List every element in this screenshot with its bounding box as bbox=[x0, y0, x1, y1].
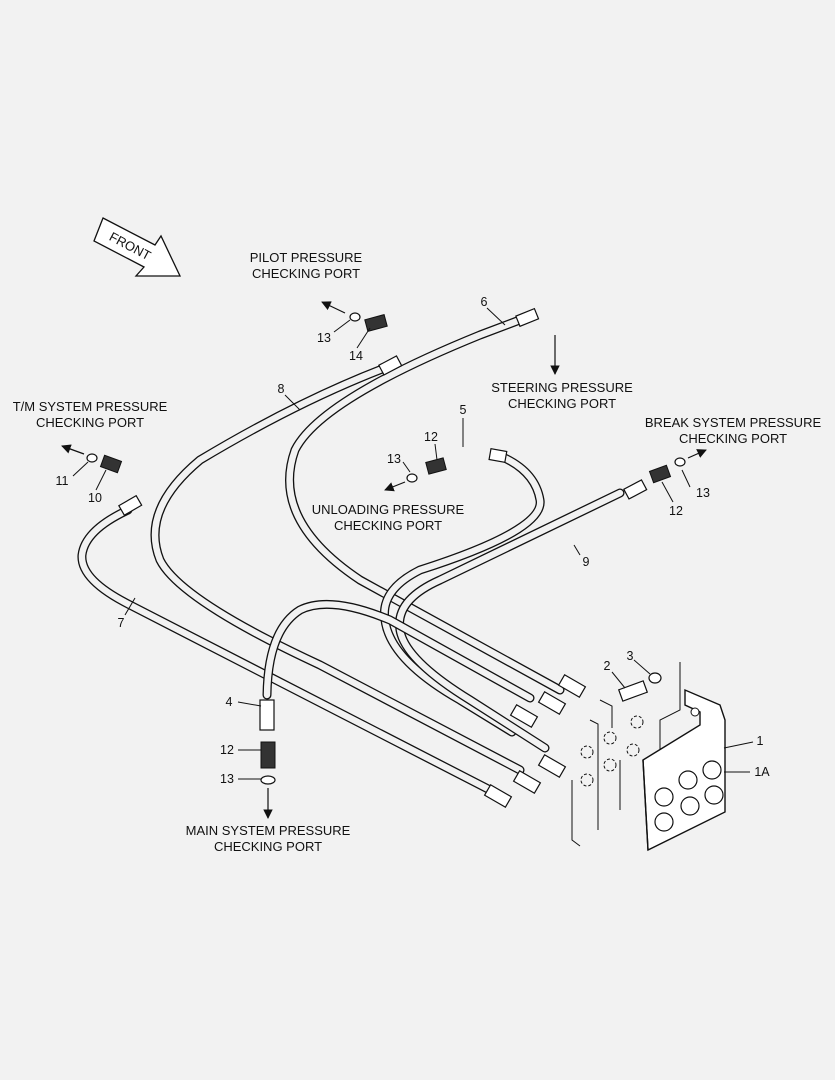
tm-port-label-line2: CHECKING PORT bbox=[36, 415, 144, 430]
pilot-port-label-line2: CHECKING PORT bbox=[252, 266, 360, 281]
callout-3: 3 bbox=[627, 649, 634, 663]
break-port-label-line1: BREAK SYSTEM PRESSURE bbox=[645, 415, 822, 430]
hoses bbox=[77, 313, 625, 795]
callout-14: 14 bbox=[349, 349, 363, 363]
callout-13-pilot: 13 bbox=[317, 331, 331, 345]
dashed-port-markers bbox=[580, 715, 644, 787]
callout-12-main: 12 bbox=[220, 743, 234, 757]
steering-port-label-line2: CHECKING PORT bbox=[508, 396, 616, 411]
tm-port-label-line1: T/M SYSTEM PRESSURE bbox=[13, 399, 168, 414]
washer-3 bbox=[648, 672, 662, 684]
tm-port-fittings bbox=[61, 444, 123, 474]
callout-5: 5 bbox=[460, 403, 467, 417]
main-port-label-line1: MAIN SYSTEM PRESSURE bbox=[186, 823, 351, 838]
bolt-2 bbox=[617, 680, 649, 702]
unloading-port-label-line2: CHECKING PORT bbox=[334, 518, 442, 533]
callout-13-main: 13 bbox=[220, 772, 234, 786]
callout-6: 6 bbox=[481, 295, 488, 309]
front-arrow: FRONT bbox=[93, 217, 182, 277]
callout-9: 9 bbox=[583, 555, 590, 569]
callout-12-unloading: 12 bbox=[424, 430, 438, 444]
port-labels: PILOT PRESSURE CHECKING PORT STEERING PR… bbox=[13, 250, 822, 854]
hose-end-fittings bbox=[118, 307, 648, 809]
callout-13-unloading: 13 bbox=[387, 452, 401, 466]
assembly-leaders bbox=[571, 662, 681, 847]
break-port-fittings bbox=[648, 449, 707, 484]
callout-4: 4 bbox=[226, 695, 233, 709]
callout-8: 8 bbox=[278, 382, 285, 396]
callout-1a: 1A bbox=[754, 765, 770, 779]
callout-11: 11 bbox=[56, 474, 69, 488]
steering-port-label-line1: STEERING PRESSURE bbox=[491, 380, 633, 395]
callout-10: 10 bbox=[88, 491, 102, 505]
break-port-label-line2: CHECKING PORT bbox=[679, 431, 787, 446]
pilot-port-fittings bbox=[321, 301, 388, 332]
bracket-couplers bbox=[654, 760, 724, 832]
callout-leaders bbox=[72, 307, 754, 780]
callout-7: 7 bbox=[118, 616, 125, 630]
callout-13-break: 13 bbox=[696, 486, 710, 500]
callout-2: 2 bbox=[604, 659, 611, 673]
callout-1: 1 bbox=[757, 734, 764, 748]
main-port-fittings bbox=[260, 741, 276, 819]
pilot-port-label-line1: PILOT PRESSURE bbox=[250, 250, 363, 265]
bracket-1 bbox=[642, 688, 726, 852]
unloading-port-label-line1: UNLOADING PRESSURE bbox=[312, 502, 465, 517]
callout-numbers: 13 14 8 6 5 12 13 11 10 7 13 12 9 2 3 1 … bbox=[56, 295, 771, 786]
unloading-port-fittings bbox=[384, 457, 447, 492]
main-port-label-line2: CHECKING PORT bbox=[214, 839, 322, 854]
callout-12-break: 12 bbox=[669, 504, 683, 518]
